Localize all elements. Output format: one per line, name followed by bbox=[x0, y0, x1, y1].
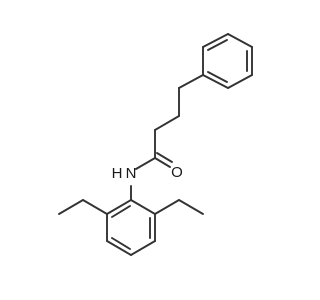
bond bbox=[58, 199, 84, 215]
amide-group bbox=[130, 152, 173, 201]
bond bbox=[135, 157, 156, 170]
aromatic-inner-bond bbox=[111, 237, 131, 250]
aromatic-inner-bond bbox=[207, 71, 228, 83]
nitrogen-atom-label: N bbox=[126, 165, 137, 182]
ethyl-substituent-right bbox=[154, 199, 204, 215]
carbonyl-double-bond bbox=[156, 152, 173, 163]
bond bbox=[106, 199, 132, 215]
diethylphenyl-ring bbox=[106, 199, 156, 256]
bond bbox=[202, 74, 229, 89]
bond bbox=[202, 33, 229, 48]
phenyl-ring-top bbox=[202, 33, 253, 89]
bond bbox=[130, 240, 156, 256]
carbonyl-double-bond bbox=[154, 157, 171, 168]
bond bbox=[178, 74, 204, 89]
aromatic-inner-bond bbox=[207, 39, 228, 51]
bond bbox=[178, 199, 204, 215]
bond bbox=[82, 199, 108, 215]
aromatic-inner-bond bbox=[111, 205, 131, 218]
bond bbox=[154, 115, 180, 131]
oxygen-atom-label: O bbox=[171, 164, 183, 181]
molecule-structure-diagram: O H N bbox=[58, 33, 253, 256]
bond bbox=[106, 240, 132, 256]
bond bbox=[154, 199, 180, 215]
butanoyl-chain bbox=[154, 74, 204, 159]
bond bbox=[130, 199, 156, 215]
hydrogen-atom-label: H bbox=[112, 165, 123, 182]
bond bbox=[227, 33, 253, 48]
ethyl-substituent-left bbox=[58, 199, 108, 215]
bond bbox=[227, 74, 253, 89]
